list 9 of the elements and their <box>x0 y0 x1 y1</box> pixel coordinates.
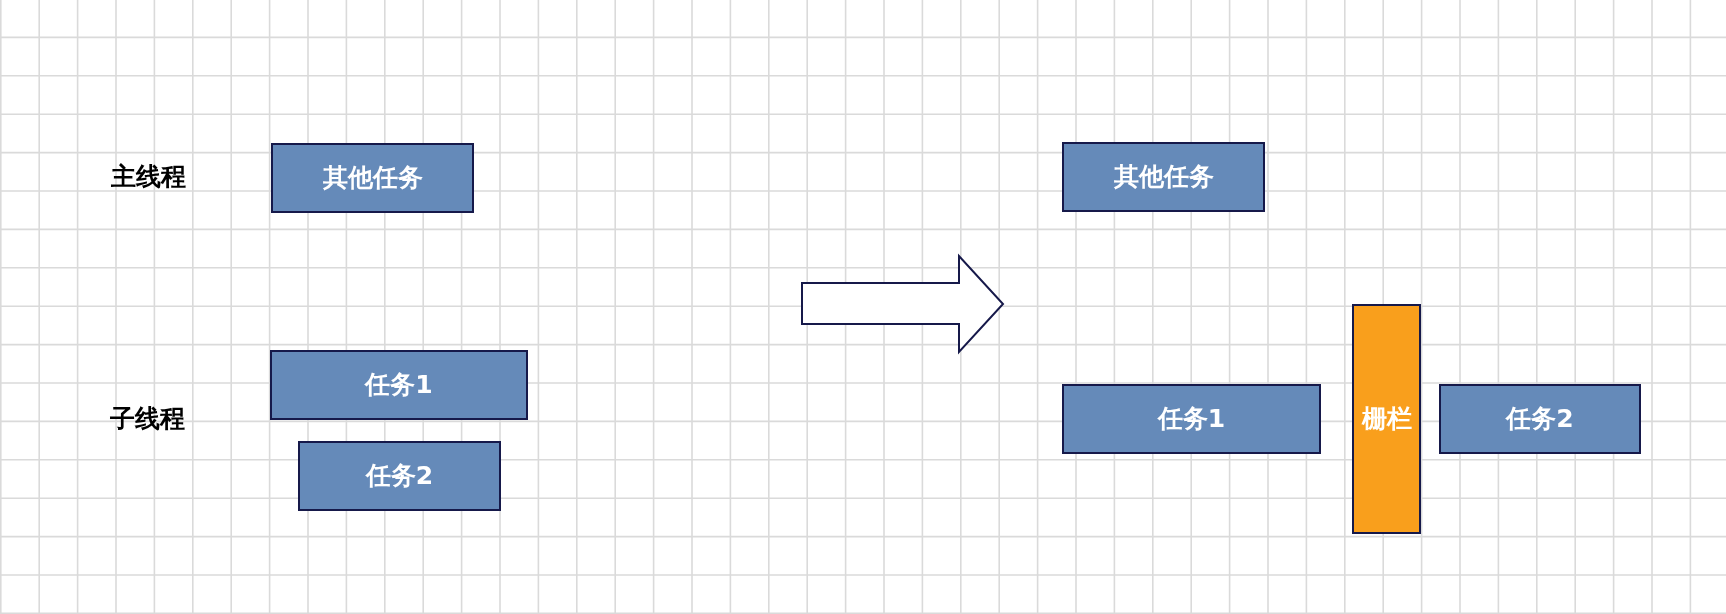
task-box: 其他任务 <box>1062 142 1265 212</box>
task-box: 任务1 <box>270 350 528 420</box>
task-box: 其他任务 <box>271 143 474 213</box>
task-box: 任务1 <box>1062 384 1321 454</box>
thread-label: 子线程 <box>110 405 185 433</box>
task-box: 任务2 <box>298 441 501 511</box>
barrier-bar: 栅栏 <box>1352 304 1421 534</box>
thread-label: 主线程 <box>111 163 186 191</box>
task-box: 任务2 <box>1439 384 1641 454</box>
